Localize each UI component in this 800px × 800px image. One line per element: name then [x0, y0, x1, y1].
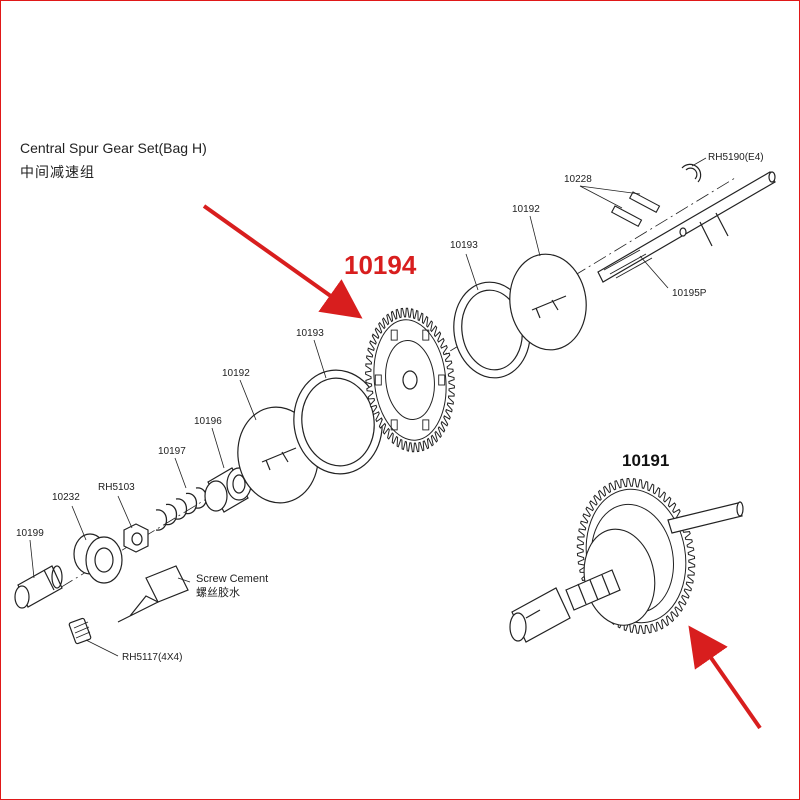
set-screw-rh5117 [68, 617, 92, 645]
spring-coil [155, 487, 208, 531]
spring-10197 [155, 487, 208, 531]
gear-web-slot [390, 329, 398, 341]
gear-web-slot [374, 374, 382, 386]
screw-cement-bottle [117, 565, 189, 623]
gear-web-slot [422, 329, 430, 341]
gear-web-slot [390, 419, 398, 431]
label-10196: 10196 [194, 416, 222, 427]
callout-10194: 10194 [344, 250, 417, 280]
label-10232: 10232 [52, 492, 80, 503]
arrow-to-spur-gear [202, 204, 363, 319]
e-clip-rh5190 [681, 163, 702, 183]
label-10195p: 10195P [672, 288, 707, 299]
nut-rh5103 [123, 523, 149, 553]
spur-gear-10194 [365, 307, 455, 453]
label-10228: 10228 [564, 174, 592, 185]
assembled-gear-10191 [576, 477, 696, 635]
label-rh5103: RH5103 [98, 482, 135, 493]
diagram-subtitle: 中间减速组 [20, 165, 95, 181]
label-rh5117: RH5117(4X4) [122, 652, 182, 663]
diagram-title: Central Spur Gear Set(Bag H) [20, 140, 207, 156]
gear-web-slot [438, 374, 446, 386]
label-10192-right: 10192 [512, 204, 540, 215]
assembled-output-cup [509, 587, 571, 643]
spur-shaft-10195p [597, 171, 776, 283]
assembled-output-shaft [667, 501, 744, 534]
friction-pad-10193-left [293, 369, 383, 475]
label-10199: 10199 [16, 528, 44, 539]
arrow-to-assembled-gear [688, 625, 762, 730]
label-10193-left: 10193 [296, 328, 324, 339]
gear-rim [373, 319, 447, 441]
pressure-plate-10192-right [509, 253, 587, 351]
label-10192-left: 10192 [222, 368, 250, 379]
label-10193-right: 10193 [450, 240, 478, 251]
gear-web-slot [422, 419, 430, 431]
bearing-10232 [73, 533, 123, 584]
label-10197: 10197 [158, 446, 186, 457]
label-screw-cement-cn: 螺丝胶水 [196, 585, 240, 599]
assembly-axis-line [39, 177, 736, 601]
gear-center-hole [402, 370, 418, 390]
leader-lines [29, 157, 707, 657]
output-cup-10199 [14, 565, 63, 609]
assembled-spring-stack [565, 569, 621, 611]
label-screw-cement: Screw Cement [196, 573, 268, 585]
callout-10191: 10191 [622, 451, 669, 470]
pins-10228 [610, 191, 661, 228]
gear-hub-ring [385, 340, 435, 420]
label-rh5190: RH5190(E4) [708, 152, 764, 163]
